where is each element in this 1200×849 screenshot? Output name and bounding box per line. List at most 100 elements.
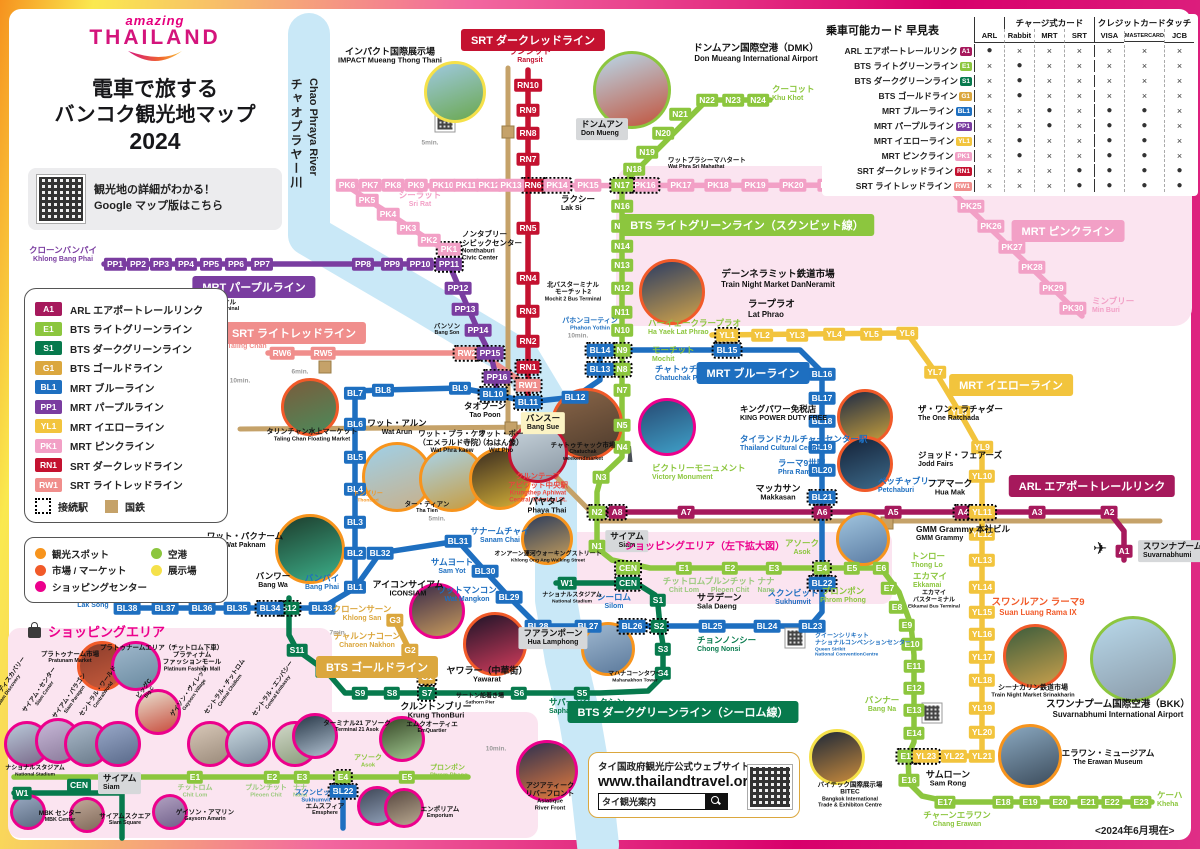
map-label-en: MBK Center: [44, 817, 76, 824]
card-table-cell: ●: [1123, 179, 1164, 192]
map-label-jp: フアマーク: [927, 478, 973, 489]
legend-badge-E1: E1: [35, 321, 62, 336]
station-YL14: YL14: [968, 580, 996, 594]
poi-iconsiam: [409, 583, 465, 639]
card-table-cell: ×: [1093, 89, 1124, 102]
station-BL24: BL24: [753, 619, 781, 633]
station-S2: S2: [648, 617, 670, 635]
station-E1: E1: [675, 561, 693, 575]
station-PK20: PK20: [779, 178, 807, 192]
card-table-cell: ●: [1003, 59, 1034, 72]
station-PP3: PP3: [149, 257, 173, 271]
map-label: ヤワラー（中華街）Yawarat: [446, 666, 527, 685]
map-label-jp: ファッションモール: [162, 658, 222, 666]
station-YL20: YL20: [968, 725, 996, 739]
qr-caption-line2: Google マップ版はこちら: [94, 199, 223, 212]
map-label-en: Sam Yot: [438, 567, 466, 575]
station-RW1: RW1: [513, 376, 543, 394]
station-BL3: BL3: [343, 515, 367, 529]
station-BL29: BL29: [495, 590, 523, 604]
card-table-cell: ×: [1033, 164, 1064, 177]
map-label-jp: ドンムアン: [581, 119, 623, 130]
search-box[interactable]: タイ観光案内: [598, 793, 728, 810]
map-label-en: Train Night Market Srinakharin: [991, 692, 1075, 699]
map-label-en: ICONSIAM: [389, 588, 427, 598]
card-table-cell: ●: [1123, 119, 1164, 132]
card-table-cell: ×: [1123, 59, 1164, 72]
station-YL5: YL5: [860, 327, 882, 341]
poi-central-world: [95, 721, 141, 767]
map-label-jp: アピワット中央駅: [508, 479, 568, 489]
station-E9: E9: [898, 618, 916, 632]
station-N10: N10: [611, 323, 633, 337]
map-label-jp: マッカサン: [755, 483, 801, 494]
card-table-cell: ×: [1164, 104, 1194, 117]
station-BL36: BL36: [188, 601, 216, 615]
card-table-column-MASTERCARD: MASTERCARD: [1123, 30, 1165, 42]
map-label-en: Train Night Market DanNeramit: [721, 279, 835, 289]
map-label-en: Suvarnabhumi International Airport: [1052, 709, 1184, 719]
station-N24: N24: [747, 93, 769, 107]
card-table-cell: ●: [1093, 149, 1124, 162]
search-input[interactable]: タイ観光案内: [602, 797, 657, 807]
station-BL19: BL19: [808, 440, 836, 454]
search-button[interactable]: [705, 794, 727, 809]
map-label-jp: 10min.: [229, 377, 251, 385]
station-E5: E5: [398, 770, 416, 784]
poi-category-dot: [151, 548, 163, 559]
line-header: SRT ダークレッドライン: [460, 29, 606, 51]
card-table-cell: ×: [1063, 149, 1094, 162]
map-label-jp: ワット・プラ・ケオ: [418, 428, 486, 438]
national-rail-station-icon: [501, 125, 515, 139]
station-BL2: BL2: [343, 546, 367, 560]
map-label-jp: ドンムアン国際空港（DMK）: [693, 43, 819, 55]
station-S6: S6: [510, 686, 528, 700]
map-label-jp: ター・ティアン: [404, 501, 450, 509]
station-PP14: PP14: [464, 323, 492, 337]
map-label-en: Chit Lom: [182, 792, 208, 799]
card-table-cell: ●: [974, 44, 1004, 57]
station-PK27: PK27: [998, 240, 1026, 254]
card-table-cell: ×: [974, 134, 1004, 147]
poi-category-label: 展示場: [168, 566, 197, 577]
map-label-jp: サートン船着き場: [455, 693, 505, 700]
map-label-jp: プラティナム: [172, 651, 212, 659]
map-label: ドンムアン国際空港（DMK）Don Mueang International A…: [693, 43, 819, 64]
line-badge: PK1: [955, 151, 972, 161]
map-label-en: Phrom Phong: [820, 596, 866, 604]
station-PK6: PK6: [335, 178, 359, 192]
station-E23: E23: [1130, 795, 1152, 809]
map-label: 6min.: [292, 368, 309, 375]
station-E8: E8: [888, 600, 906, 614]
station-E7: E7: [880, 581, 898, 595]
station-PP7: PP7: [250, 257, 274, 271]
map-label-jp: スクンビット: [295, 789, 337, 797]
station-E16: E16: [898, 773, 920, 787]
map-label-jp: クイーンシリキット: [815, 633, 869, 640]
legend-label: ARL エアポートレールリンク: [70, 305, 204, 317]
card-table-column-Rabbit: Rabbit: [1003, 29, 1034, 43]
station-E17: E17: [934, 795, 956, 809]
card-table-cell: ×: [1063, 134, 1094, 147]
card-table-cell: ●: [1033, 119, 1064, 132]
map-label-jp: バンワー: [255, 571, 291, 582]
map-label-jp: ノンタブリー: [462, 229, 507, 239]
